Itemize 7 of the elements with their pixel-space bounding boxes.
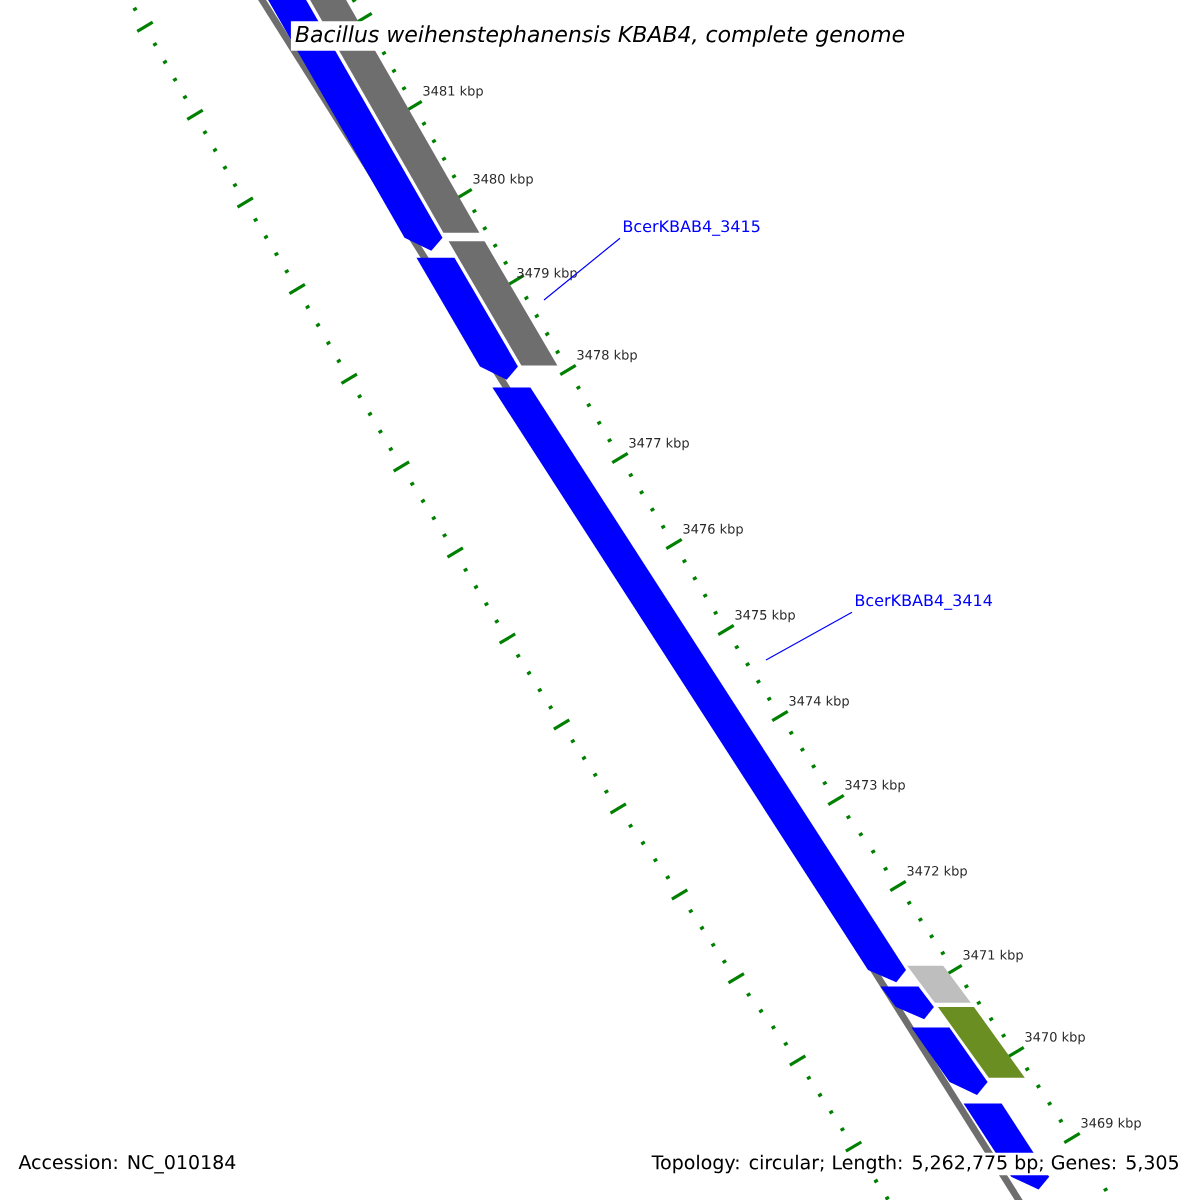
gene-label: BcerKBAB4_3415: [623, 220, 760, 236]
title: Bacillus weihenstephanensis KBAB4, complete genome: [290, 21, 910, 51]
leader-line: [765, 611, 853, 661]
leader-line: [543, 237, 621, 301]
genome-info: Topology: circular; Length: 5,262,775 bp; Genes: 5,305: [649, 1152, 1182, 1176]
accession-label: Accession: NC_010184: [16, 1152, 239, 1176]
gene-label: BcerKBAB4_3414: [856, 594, 992, 610]
